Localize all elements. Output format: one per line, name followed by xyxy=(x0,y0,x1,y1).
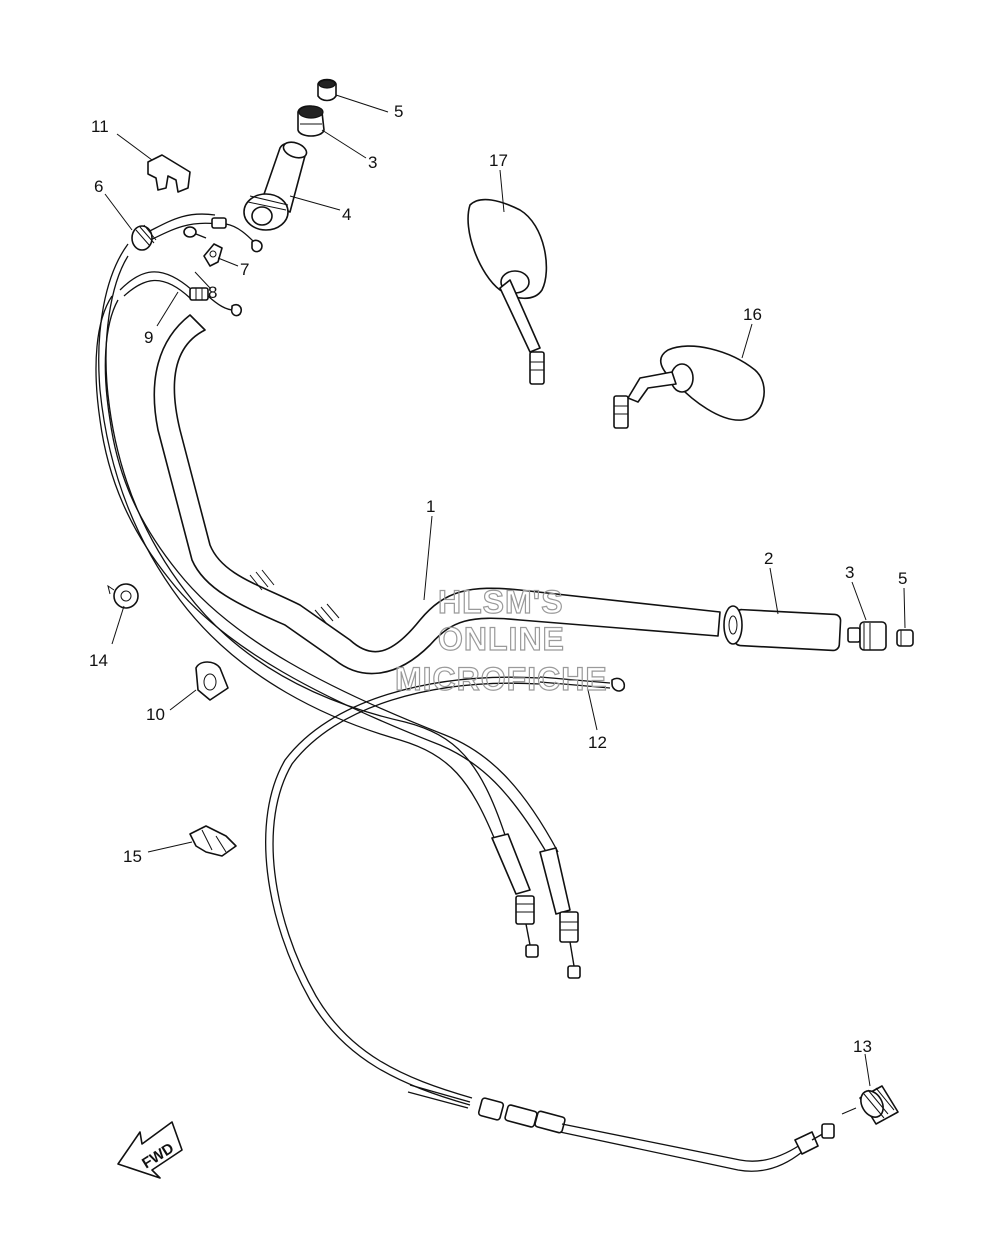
callout-numbers: 1 2 3 3 4 5 5 6 7 8 9 10 11 12 13 14 15 … xyxy=(89,102,907,1056)
callout-6: 6 xyxy=(94,177,103,196)
watermark: HLSM'S ONLINE MICROFICHE xyxy=(394,583,608,697)
callout-5-right: 5 xyxy=(898,569,907,588)
lower-cable-assembly[interactable] xyxy=(407,1084,835,1172)
callout-2: 2 xyxy=(764,549,773,568)
callout-7: 7 xyxy=(240,260,249,279)
holder-10[interactable] xyxy=(195,661,229,701)
callout-1: 1 xyxy=(426,497,435,516)
mirror-left[interactable] xyxy=(467,198,548,385)
throttle-cable-lower[interactable] xyxy=(119,271,243,317)
mirror-right[interactable] xyxy=(613,345,765,429)
callout-11: 11 xyxy=(91,117,109,136)
throttle-cables xyxy=(95,243,581,979)
callout-9: 9 xyxy=(144,328,153,347)
throttle-cable-upper[interactable] xyxy=(131,213,263,253)
callout-16: 16 xyxy=(743,305,762,324)
holder-15[interactable] xyxy=(189,825,237,857)
callout-5-left: 5 xyxy=(394,102,403,121)
cable-clamp[interactable] xyxy=(147,154,191,193)
cable-junction[interactable] xyxy=(841,1085,899,1125)
callout-10: 10 xyxy=(146,705,165,724)
choke-cable[interactable] xyxy=(265,676,626,1106)
watermark-line-1: HLSM'S xyxy=(438,584,564,620)
right-grip[interactable] xyxy=(723,605,842,652)
handlebar[interactable] xyxy=(153,314,721,675)
callout-12: 12 xyxy=(588,733,607,752)
cable-guide[interactable] xyxy=(203,243,223,267)
callout-13: 13 xyxy=(853,1037,872,1056)
callout-17: 17 xyxy=(489,151,508,170)
callout-3-left: 3 xyxy=(368,153,377,172)
callout-14: 14 xyxy=(89,651,108,670)
leader-lines xyxy=(104,94,906,1087)
callout-15: 15 xyxy=(123,847,142,866)
fwd-arrow: FWD xyxy=(117,1121,183,1179)
guide-bolt[interactable] xyxy=(183,226,207,239)
bar-end-weight-right[interactable] xyxy=(847,621,887,651)
bar-end-screw-right[interactable] xyxy=(896,629,914,647)
bar-end-weight-left[interactable] xyxy=(297,105,325,137)
holder-14[interactable] xyxy=(107,583,139,609)
left-grip[interactable] xyxy=(243,139,309,231)
callout-8: 8 xyxy=(208,283,217,302)
watermark-line-3: MICROFICHE xyxy=(395,661,608,697)
bar-end-screw-left[interactable] xyxy=(317,78,337,102)
watermark-line-2: ONLINE xyxy=(438,621,565,657)
callout-3-right: 3 xyxy=(845,563,854,582)
callout-4: 4 xyxy=(342,205,351,224)
